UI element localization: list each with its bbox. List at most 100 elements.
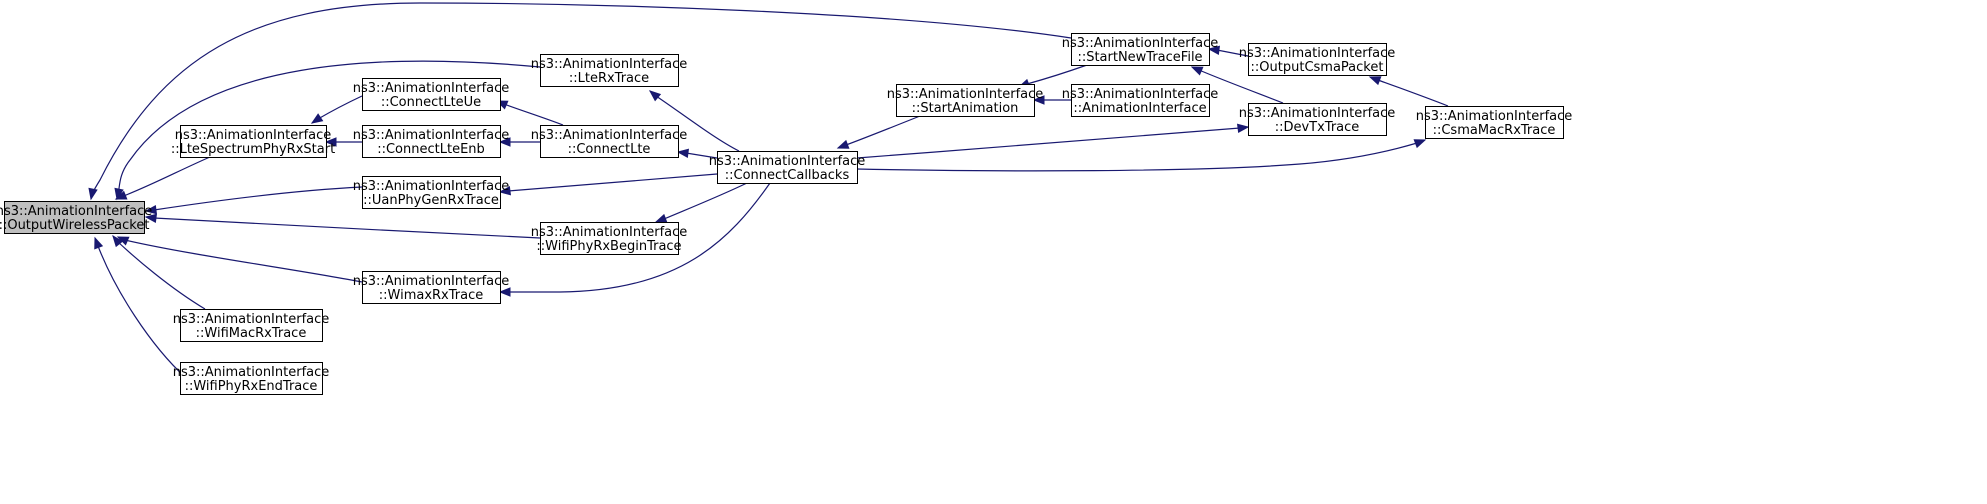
edge-arrowhead <box>498 137 511 147</box>
edge-start-new-trace-to-output-wireless <box>88 2 1072 201</box>
edge-arrowhead <box>654 213 668 223</box>
edge-arrowhead <box>1207 45 1221 56</box>
node-label-method: ::AnimationInterface <box>1073 101 1206 116</box>
node-box <box>896 84 1035 117</box>
edge-connect-callbacks-to-dev-tx <box>856 123 1250 159</box>
edge-lte-spectrum-to-output-wireless <box>114 156 211 200</box>
edge-arrowhead <box>1368 76 1382 86</box>
edge-line <box>1369 76 1449 107</box>
edge-connect-callbacks-to-uan-phy <box>498 173 718 196</box>
edge-wifi-phy-rx-begin-to-output-wireless <box>144 213 541 239</box>
node-box <box>1248 43 1387 76</box>
node-label-namespace: ns3::AnimationInterface <box>173 312 330 327</box>
node-box <box>362 176 501 209</box>
node-label-namespace: ns3::AnimationInterface <box>531 225 688 240</box>
node-box <box>540 222 679 255</box>
edge-wifi-mac-rx-to-output-wireless <box>112 234 206 310</box>
edge-output-csma-to-start-new-trace <box>1207 45 1249 57</box>
node-label-namespace: ns3::AnimationInterface <box>1239 106 1396 121</box>
node-label-method: ::ConnectCallbacks <box>725 168 850 183</box>
node-start-animation[interactable]: ns3::AnimationInterface::StartAnimation <box>887 84 1044 117</box>
node-label-namespace: ns3::AnimationInterface <box>709 154 866 169</box>
node-label-namespace: ns3::AnimationInterface <box>353 274 510 289</box>
edge-lte-rx-to-output-wireless <box>114 60 541 201</box>
edge-line <box>145 186 363 212</box>
edge-line <box>116 60 541 200</box>
node-label-method: ::LteRxTrace <box>569 71 649 86</box>
node-box <box>4 201 145 234</box>
node-wifi-mac-rx-trace[interactable]: ns3::AnimationInterface::WifiMacRxTrace <box>173 309 330 342</box>
node-start-new-trace-file[interactable]: ns3::AnimationInterface::StartNewTraceFi… <box>1062 33 1219 66</box>
node-animation-interface-ctor[interactable]: ns3::AnimationInterface::AnimationInterf… <box>1062 84 1219 117</box>
node-label-namespace: ns3::AnimationInterface <box>353 81 510 96</box>
edge-arrowhead <box>112 234 124 248</box>
node-lte-rx-trace[interactable]: ns3::AnimationInterface::LteRxTrace <box>531 54 688 87</box>
node-label-namespace: ns3::AnimationInterface <box>1062 87 1219 102</box>
node-output-wireless-packet[interactable]: ns3::AnimationInterface::OutputWirelessP… <box>0 201 152 234</box>
node-box <box>540 54 679 87</box>
edge-connect-lte-enb-to-lte-spectrum <box>324 137 362 147</box>
node-label-namespace: ns3::AnimationInterface <box>1062 36 1219 51</box>
edge-line <box>500 182 771 293</box>
node-label-namespace: ns3::AnimationInterface <box>531 57 688 72</box>
node-label-namespace: ns3::AnimationInterface <box>1239 46 1396 61</box>
edge-anim-iface-to-start-animation <box>1032 95 1071 105</box>
edge-connect-lte-to-connect-lte-enb <box>498 137 540 147</box>
edge-arrowhead <box>836 139 850 149</box>
node-box <box>362 78 501 111</box>
node-box <box>180 309 323 342</box>
edge-arrowhead <box>310 113 324 124</box>
edge-dev-tx-to-start-new-trace <box>1190 66 1284 104</box>
node-label-method: ::StartNewTraceFile <box>1077 50 1202 65</box>
edge-connect-lte-ue-to-lte-spectrum <box>310 95 363 124</box>
node-connect-lte[interactable]: ns3::AnimationInterface::ConnectLte <box>531 125 688 158</box>
node-label-method: ::UanPhyGenRxTrace <box>363 193 499 208</box>
node-csma-mac-rx-trace[interactable]: ns3::AnimationInterface::CsmaMacRxTrace <box>1416 106 1573 139</box>
node-box <box>362 271 501 304</box>
edge-wimax-rx-to-output-wireless <box>116 236 363 283</box>
node-wimax-rx-trace[interactable]: ns3::AnimationInterface::WimaxRxTrace <box>353 271 510 304</box>
edge-uan-phy-to-output-wireless <box>144 186 363 215</box>
node-connect-callbacks[interactable]: ns3::AnimationInterface::ConnectCallback… <box>709 151 866 184</box>
node-label-method: ::WifiPhyRxBeginTrace <box>536 239 681 254</box>
node-wifi-phy-rx-end-trace[interactable]: ns3::AnimationInterface::WifiPhyRxEndTra… <box>173 362 330 395</box>
edge-connect-callbacks-to-connect-lte <box>676 148 718 159</box>
node-label-namespace: ns3::AnimationInterface <box>887 87 1044 102</box>
node-label-method: ::StartAnimation <box>912 101 1019 116</box>
node-connect-lte-ue[interactable]: ns3::AnimationInterface::ConnectLteUe <box>353 78 510 111</box>
node-output-csma-packet[interactable]: ns3::AnimationInterface::OutputCsmaPacke… <box>1239 43 1396 76</box>
node-label-method: ::CsmaMacRxTrace <box>1433 123 1556 138</box>
edge-connect-lte-to-connect-lte-ue <box>495 100 564 126</box>
node-label-namespace: ns3::AnimationInterface <box>1416 109 1573 124</box>
node-box <box>180 362 323 395</box>
node-label-namespace: ns3::AnimationInterface <box>173 365 330 380</box>
node-label-method: ::WifiPhyRxEndTrace <box>185 379 318 394</box>
node-label-method: ::WifiMacRxTrace <box>196 326 307 341</box>
edge-line <box>856 126 1249 159</box>
node-label-namespace: ns3::AnimationInterface <box>531 128 688 143</box>
edge-line <box>499 173 718 193</box>
node-box <box>1071 33 1210 66</box>
node-connect-lte-enb[interactable]: ns3::AnimationInterface::ConnectLteEnb <box>353 125 510 158</box>
node-lte-spectrum-phy-rx-start[interactable]: ns3::AnimationInterface::LteSpectrumPhyR… <box>171 125 335 158</box>
edge-line <box>115 156 211 200</box>
node-label-method: ::OutputWirelessPacket <box>0 218 149 233</box>
edge-arrowhead <box>114 187 124 201</box>
node-wifi-phy-rx-begin-trace[interactable]: ns3::AnimationInterface::WifiPhyRxBeginT… <box>531 222 688 255</box>
node-box <box>717 151 858 184</box>
node-box <box>1248 103 1387 136</box>
edge-line <box>856 139 1426 172</box>
node-label-method: ::ConnectLteEnb <box>377 142 485 157</box>
node-box <box>1425 106 1564 139</box>
edge-wifi-phy-rx-end-to-output-wireless <box>94 236 187 379</box>
edge-arrowhead <box>1032 95 1045 105</box>
node-label-method: ::OutputCsmaPacket <box>1251 60 1384 75</box>
edge-line <box>145 216 541 239</box>
node-uan-phy-gen-rx-trace[interactable]: ns3::AnimationInterface::UanPhyGenRxTrac… <box>353 176 510 209</box>
edge-line <box>117 236 363 283</box>
node-label-method: ::ConnectLteUe <box>381 95 481 110</box>
node-label-namespace: ns3::AnimationInterface <box>353 179 510 194</box>
edge-connect-callbacks-to-wimax-rx <box>498 182 771 297</box>
node-dev-tx-trace[interactable]: ns3::AnimationInterface::DevTxTrace <box>1239 103 1396 136</box>
